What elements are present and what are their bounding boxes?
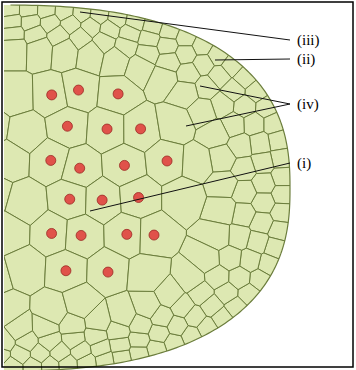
nucleus: [46, 155, 56, 165]
plant-cell: [264, 76, 356, 135]
plant-cell: [140, 210, 186, 258]
plant-cell: [255, 38, 356, 118]
nucleus: [74, 85, 84, 95]
plant-cell: [258, 253, 356, 327]
leader-line: [200, 86, 290, 104]
nucleus: [162, 156, 172, 166]
part-label: (iii): [296, 31, 321, 49]
leader-line: [80, 12, 290, 40]
nucleus: [61, 266, 71, 276]
nucleus: [75, 163, 85, 173]
nucleus: [113, 89, 123, 99]
plant-cell: [0, 289, 30, 327]
plant-cell: [268, 108, 356, 151]
plant-cell: [155, 102, 196, 145]
part-label: (ii): [296, 50, 316, 68]
nucleus: [102, 124, 112, 134]
frame: [2, 2, 353, 367]
plant-cell: [224, 296, 321, 370]
plant-cell: [127, 254, 172, 292]
plant-cell: [0, 71, 33, 117]
part-label: (i): [296, 154, 312, 172]
nucleus: [76, 230, 86, 240]
plant-cell: [147, 340, 177, 370]
plant-cell: [211, 306, 282, 370]
plant-cell: [119, 175, 161, 219]
leader-line: [90, 163, 290, 211]
tissue-outline: [10, 5, 290, 370]
nucleus: [47, 228, 57, 238]
nucleus: [149, 230, 159, 240]
plant-cell: [138, 30, 160, 47]
nucleus: [103, 267, 113, 277]
nucleus: [134, 193, 144, 203]
part-label: (iv): [296, 95, 320, 113]
plant-cell: [0, 39, 27, 71]
plant-cell: [264, 237, 356, 291]
plant-cell: [233, 0, 356, 89]
nucleus: [62, 121, 72, 131]
nucleus: [119, 160, 129, 170]
nucleus: [65, 194, 75, 204]
leader-line: [215, 59, 290, 60]
nucleus: [47, 90, 57, 100]
plant-cell: [181, 326, 224, 370]
plant-cell: [164, 333, 200, 370]
plant-cell: [208, 0, 277, 66]
plant-cell: [4, 245, 46, 296]
nucleus: [122, 229, 132, 239]
leader-lines: [80, 12, 290, 211]
nucleus: [97, 195, 107, 205]
nucleus: [136, 124, 146, 134]
plant-cell: [249, 131, 270, 154]
plant-cell: [0, 139, 30, 182]
plant-cell: [26, 37, 52, 74]
plant-cell: [271, 163, 356, 186]
plant-cell: [209, 144, 237, 172]
plant-cell: [51, 38, 78, 72]
plant-cell: [62, 282, 105, 318]
plant-cell: [270, 136, 356, 168]
plant-cell: [61, 332, 85, 350]
leader-line: [186, 104, 290, 126]
